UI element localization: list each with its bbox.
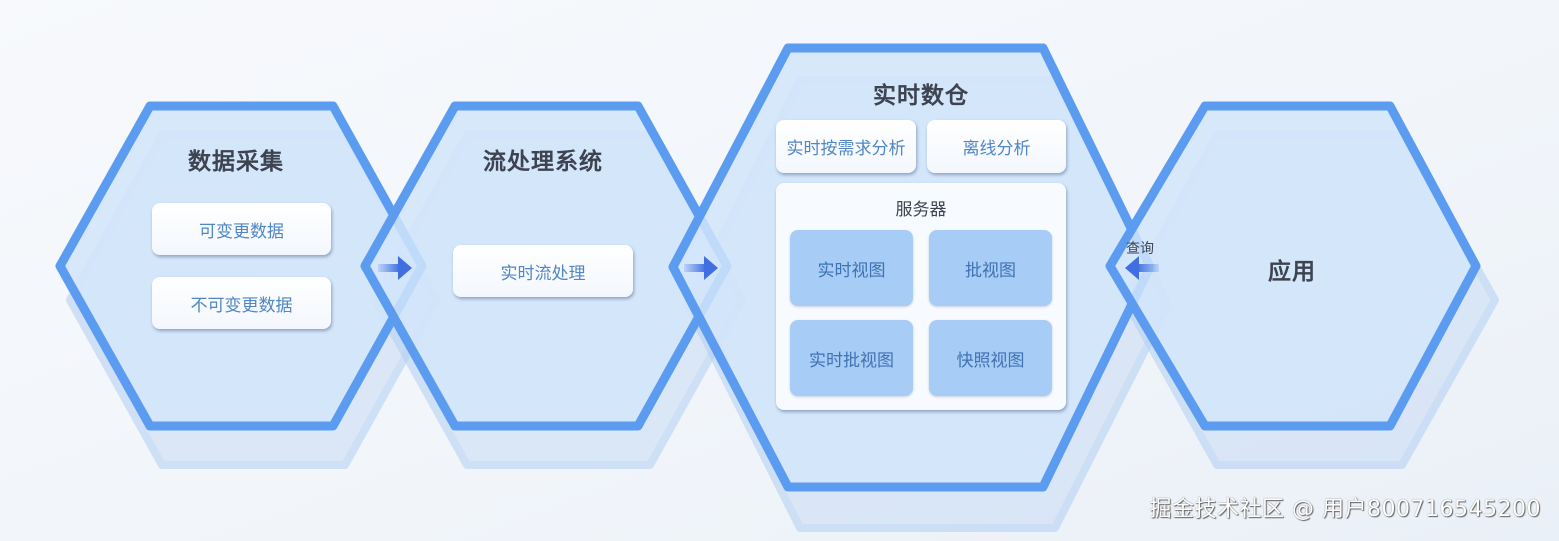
stage-title-collect: 数据采集 — [188, 149, 284, 175]
stage-title-stream: 流处理系统 — [483, 149, 603, 175]
card-immutable-data: 不可变更数据 — [152, 277, 331, 329]
view-batch: 批视图 — [929, 230, 1052, 306]
stage-title-warehouse: 实时数仓 — [873, 83, 969, 109]
server-title: 服务器 — [895, 200, 947, 220]
view-realtime: 实时视图 — [790, 230, 913, 306]
arrow-right-icon — [684, 256, 718, 280]
stage-title-app: 应用 — [1268, 259, 1316, 285]
view-realtime-batch: 实时批视图 — [790, 320, 913, 396]
query-label: 查询 — [1126, 241, 1154, 257]
arrow-left-icon — [1125, 256, 1159, 280]
card-realtime-stream: 实时流处理 — [453, 245, 633, 297]
card-offline-analysis: 离线分析 — [927, 120, 1066, 173]
server-panel: 服务器 实时视图 批视图 实时批视图 快照视图 — [776, 183, 1066, 410]
card-ondemand-analysis: 实时按需求分析 — [776, 120, 916, 173]
hex-collect — [55, 101, 427, 431]
arrow-right-icon — [378, 256, 412, 280]
card-mutable-data: 可变更数据 — [152, 203, 331, 255]
watermark: 掘金技术社区 @ 用户800716545200 — [1149, 497, 1541, 522]
view-snapshot: 快照视图 — [929, 320, 1052, 396]
hex-app — [1105, 101, 1481, 431]
